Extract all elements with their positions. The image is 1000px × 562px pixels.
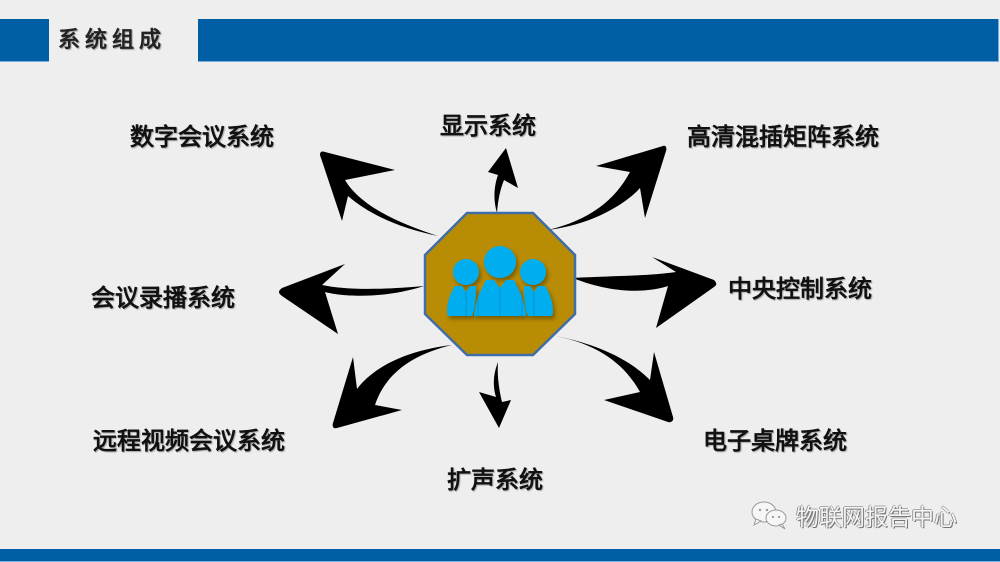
arrow-up-left: [320, 151, 438, 236]
wechat-icon: [751, 501, 787, 530]
people-group-icon: [447, 246, 553, 316]
node-sound-reinforcement: 扩声系统: [447, 466, 543, 494]
watermark: 物联网报告中心: [750, 500, 957, 531]
arrow-down-left: [332, 345, 452, 429]
footer-bar: [0, 549, 1000, 562]
node-hd-matrix: 高清混插矩阵系统: [687, 123, 879, 151]
center-octagon: [423, 211, 577, 357]
node-video-conference: 远程视频会议系统: [93, 427, 285, 455]
arrow-up: [488, 148, 518, 213]
arrow-right: [573, 257, 717, 328]
arrow-up-right: [548, 145, 667, 230]
page-title: 系统组成: [58, 28, 167, 53]
node-recording: 会议录播系统: [91, 284, 235, 312]
node-display: 显示系统: [440, 112, 536, 140]
header-bar-left: [0, 19, 49, 62]
node-central-control: 中央控制系统: [728, 275, 872, 303]
arrow-left: [279, 264, 424, 334]
arrow-down: [479, 362, 511, 428]
watermark-text: 物联网报告中心: [796, 505, 957, 531]
arrow-down-right: [556, 336, 674, 423]
node-digital-conference: 数字会议系统: [130, 123, 274, 151]
node-e-nameplate: 电子桌牌系统: [703, 427, 847, 455]
tie-lines: [465, 288, 535, 316]
header-bar-right: [198, 19, 999, 62]
